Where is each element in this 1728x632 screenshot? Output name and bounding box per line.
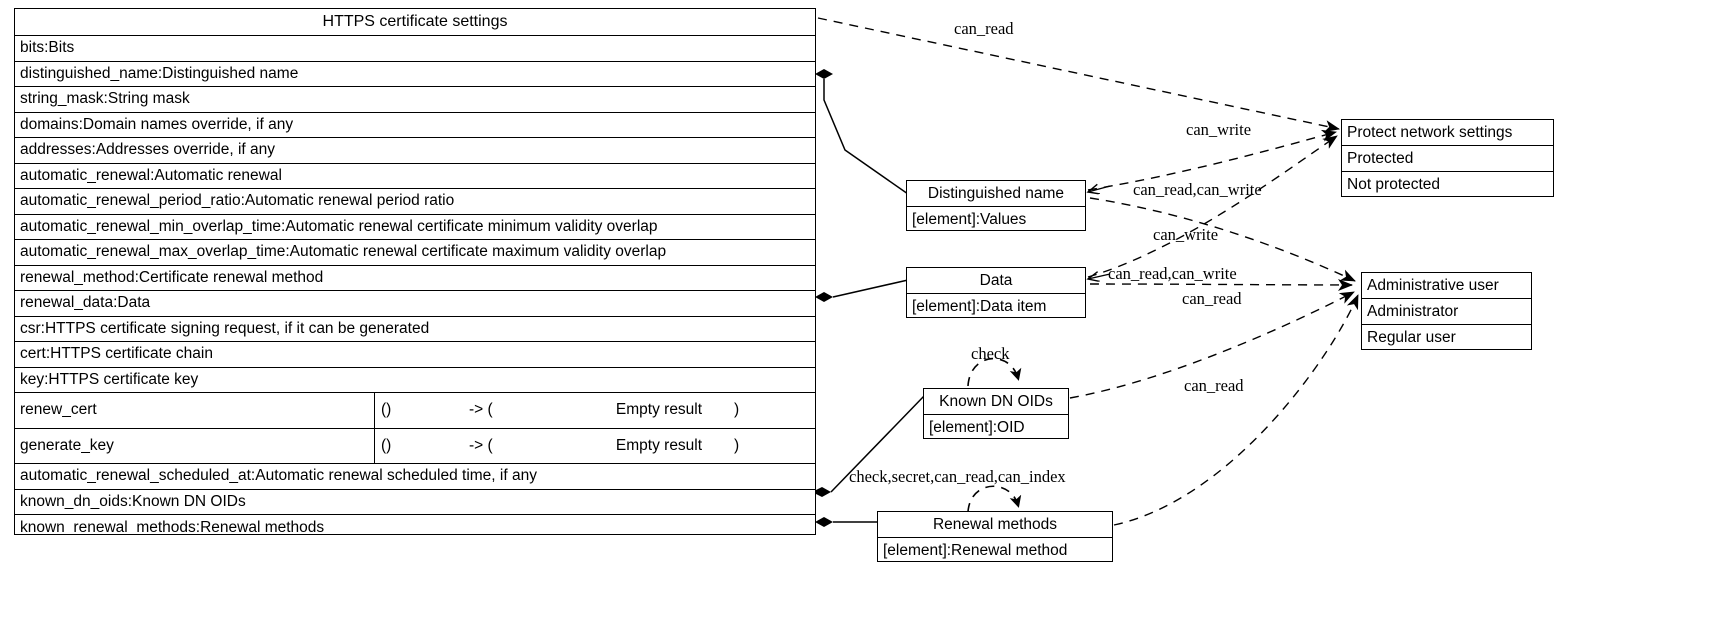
attribute-row: [element]:Values (912, 210, 1027, 228)
operation-row[interactable]: generate_key () -> ( Empty result ) (15, 428, 815, 464)
attribute-row: bits:Bits (15, 36, 815, 62)
attribute-row: automatic_renewal_period_ratio:Automatic… (15, 189, 815, 215)
class-title: Administrative user (1362, 273, 1531, 299)
class-https-certificate-settings[interactable]: HTTPS certificate settings bits:Bits dis… (14, 8, 816, 536)
attribute-row: automatic_renewal_max_overlap_time:Autom… (15, 240, 815, 266)
attribute-row: distinguished_name:Distinguished name (15, 62, 815, 87)
operation-args: () (381, 401, 392, 419)
enum-value-row: Protected (1342, 146, 1553, 172)
operation-signature: () -> ( Empty result ) (375, 429, 815, 464)
attribute-row: [element]:Data item (912, 297, 1047, 315)
operation-name: renew_cert (15, 393, 375, 428)
attribute-row: renewal_data:Data (15, 291, 815, 317)
edge-data-can-read-can-write (1089, 278, 1353, 291)
operation-close: ) (734, 401, 740, 419)
edge-data-can-write (1087, 135, 1338, 278)
class-protect-network-settings[interactable]: Protect network settings Protected Not p… (1341, 119, 1554, 197)
edge-can-read-top (817, 17, 1340, 132)
attribute-row: known_dn_oids:Known DN OIDs (15, 490, 815, 515)
edge-label-can-write-1: can_write (1186, 120, 1252, 139)
attribute-row: cert:HTTPS certificate chain (15, 342, 815, 368)
class-title: Renewal methods (878, 512, 1112, 538)
attribute-row: automatic_renewal:Automatic renewal (15, 164, 815, 189)
attribute-row: csr:HTTPS certificate signing request, i… (15, 317, 815, 342)
edge-label-can-read-can-write-2: can_read,can_write (1108, 264, 1237, 283)
edge-label-can-read-can-write-1: can_read,can_write (1133, 180, 1262, 199)
composition-diamond-data (815, 279, 909, 302)
attribute-row: known_renewal_methods:Renewal methods (20, 518, 325, 536)
edge-check-secret-selfloop (967, 485, 1022, 513)
attribute-row: key:HTTPS certificate key (15, 368, 815, 393)
composition-diamond-renewal-methods (815, 517, 878, 527)
operation-arrow: -> ( (469, 401, 493, 419)
attribute-row: renewal_method:Certificate renewal metho… (15, 266, 815, 291)
attribute-row: string_mask:String mask (15, 87, 815, 113)
edge-dn-can-write (1087, 129, 1337, 191)
class-data[interactable]: Data [element]:Data item (906, 267, 1086, 318)
composition-diamond-distinguished-name (815, 69, 909, 195)
enum-value-row: Regular user (1367, 329, 1456, 346)
class-distinguished-name[interactable]: Distinguished name [element]:Values (906, 180, 1086, 231)
operation-close: ) (734, 436, 740, 454)
edge-data-open-head (1088, 274, 1111, 279)
edge-label-can-read-bottom: can_read (1184, 376, 1244, 395)
attribute-row: addresses:Addresses override, if any (15, 138, 815, 164)
edge-check-selfloop (967, 357, 1022, 387)
edge-label-can-read-mid: can_read (1182, 289, 1242, 308)
enum-value-row: Administrator (1362, 299, 1531, 325)
edge-renewal-methods-can-read (1113, 294, 1359, 526)
edge-label-check: check (971, 344, 1010, 363)
operation-signature: () -> ( Empty result ) (375, 393, 815, 428)
edge-dn-open-head (1088, 186, 1111, 192)
class-known-dn-oids[interactable]: Known DN OIDs [element]:OID (923, 388, 1069, 439)
class-title: Known DN OIDs (924, 389, 1068, 415)
edge-label-can-read-top: can_read (954, 19, 1014, 38)
class-renewal-methods[interactable]: Renewal methods [element]:Renewal method (877, 511, 1113, 562)
attribute-row: domains:Domain names override, if any (15, 113, 815, 138)
class-title: Data (907, 268, 1085, 294)
operation-row[interactable]: renew_cert () -> ( Empty result ) (15, 393, 815, 429)
attribute-row: [element]:Renewal method (883, 541, 1068, 559)
class-administrative-user[interactable]: Administrative user Administrator Regula… (1361, 272, 1532, 350)
composition-diamond-known-dn-oids (812, 394, 926, 497)
enum-value-row: Not protected (1347, 176, 1441, 193)
operation-args: () (381, 436, 392, 454)
attribute-row: automatic_renewal_scheduled_at:Automatic… (15, 464, 815, 490)
edge-known-dn-oids-can-read (1069, 291, 1355, 399)
edge-label-check-secret: check,secret,can_read,can_index (849, 467, 1066, 486)
operation-result: Empty result (615, 436, 703, 454)
operation-result: Empty result (615, 401, 703, 419)
attribute-row: [element]:OID (929, 418, 1025, 436)
class-title: HTTPS certificate settings (15, 9, 815, 36)
operation-name: generate_key (15, 428, 375, 463)
operation-arrow: -> ( (469, 436, 493, 454)
class-title: Distinguished name (907, 181, 1085, 207)
attribute-row: automatic_renewal_min_overlap_time:Autom… (15, 215, 815, 240)
edge-label-can-write-2: can_write (1153, 225, 1219, 244)
class-title: Protect network settings (1342, 120, 1553, 146)
